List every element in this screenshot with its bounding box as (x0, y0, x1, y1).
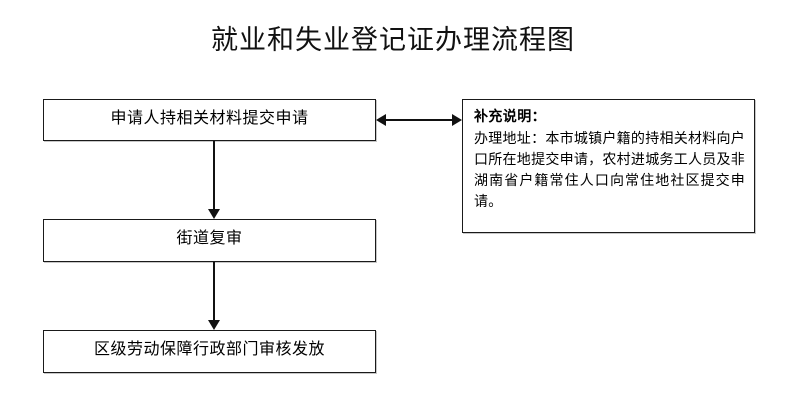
connector-street-to-district (208, 262, 220, 330)
arrowhead-down-icon (208, 320, 220, 330)
process-box-street[interactable]: 街道复审 (43, 219, 376, 262)
process-box-apply-label: 申请人持相关材料提交申请 (110, 108, 309, 127)
note-box[interactable]: 补充说明： 办理地址：本市城镇户籍的持相关材料向户口所在地提交申请，农村进城务工… (462, 99, 755, 233)
connector-apply-to-note (376, 114, 462, 126)
connector-line (385, 119, 453, 121)
note-box-body: 办理地址：本市城镇户籍的持相关材料向户口所在地提交申请，农村进城务工人员及非湖南… (474, 131, 745, 210)
arrowhead-down-icon (208, 209, 220, 219)
process-box-district-label: 区级劳动保障行政部门审核发放 (93, 339, 325, 358)
process-box-street-label: 街道复审 (176, 228, 243, 247)
process-box-district[interactable]: 区级劳动保障行政部门审核发放 (43, 330, 376, 373)
connector-line (213, 262, 215, 320)
page-title: 就业和失业登记证办理流程图 (211, 25, 575, 56)
note-box-title: 补充说明： (474, 109, 546, 125)
connector-line (213, 141, 215, 209)
connector-apply-to-street (208, 141, 220, 219)
process-box-apply[interactable]: 申请人持相关材料提交申请 (43, 99, 376, 141)
arrowhead-right-icon (452, 114, 462, 126)
arrowhead-left-icon (376, 114, 386, 126)
